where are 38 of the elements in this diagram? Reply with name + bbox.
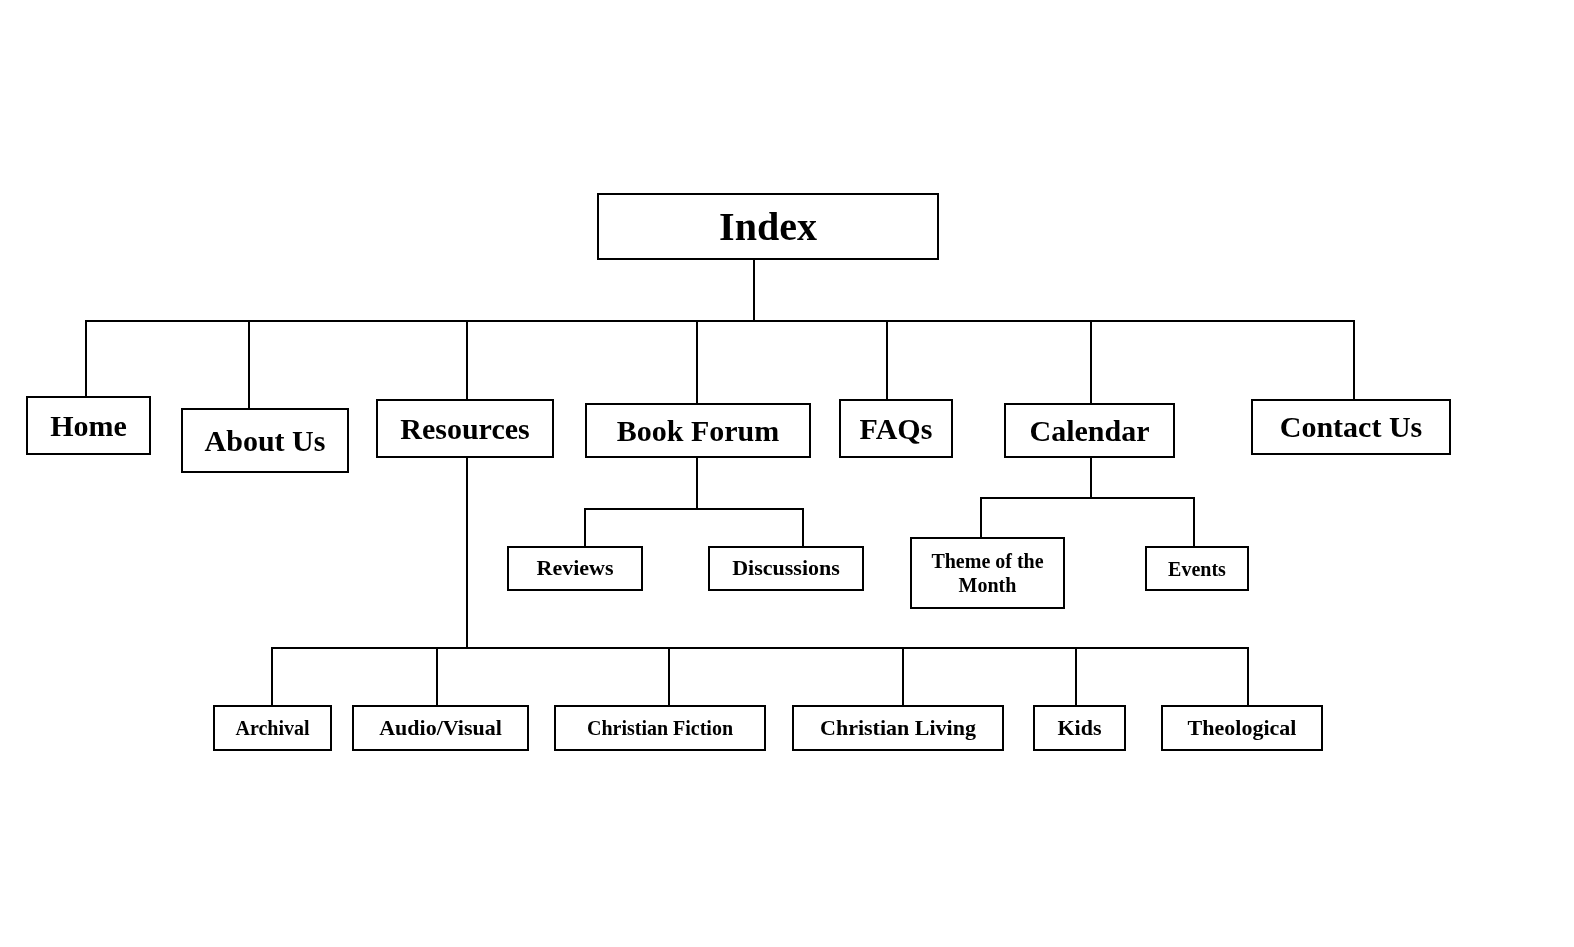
page-box [839,399,953,458]
page-box [585,403,811,458]
page-label: Discussions [732,555,840,582]
page-label: Christian Fiction [586,716,734,740]
page-label: Calendar [1029,412,1150,449]
page-box [507,546,643,591]
page-box [1161,705,1323,751]
page-label: About Us [204,422,326,459]
page-box [1004,403,1175,458]
page-box [910,537,1065,609]
page-label: Theme of the Month [930,549,1045,597]
page-label: Events [1168,556,1226,581]
page-box [181,408,349,473]
page-box [597,193,939,260]
page-label: Theological [1187,714,1297,742]
page-box [26,396,151,455]
page-label: Contact Us [1279,409,1423,445]
page-label: Index [719,202,817,251]
page-label: Book Forum [616,412,780,449]
page-label: Archival [235,716,310,740]
page-box [554,705,766,751]
page-label: Resources [400,410,530,447]
page-label: Christian Living [820,714,976,742]
page-box [213,705,332,751]
page-box [792,705,1004,751]
page-box [352,705,529,751]
page-label: FAQs [859,410,933,447]
page-box [1251,399,1451,455]
page-label: Audio/Visual [379,714,502,742]
page-box [1033,705,1126,751]
connector-line [1090,457,1195,547]
page-label: Kids [1057,714,1102,742]
page-label: Reviews [536,555,614,582]
page-label: Home [50,407,127,444]
page-box [1145,546,1249,591]
page-box [708,546,864,591]
connector-line [696,457,804,547]
page-box [376,399,554,458]
